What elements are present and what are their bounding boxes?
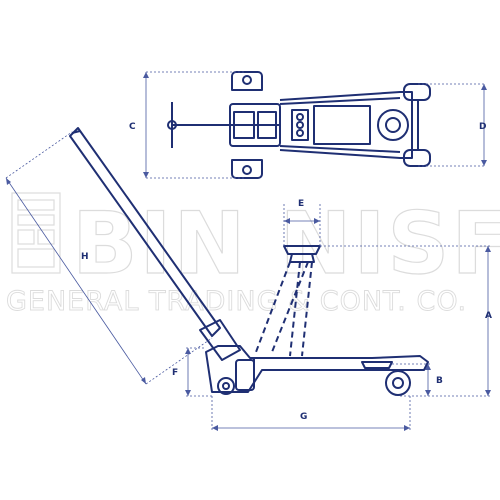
side-front-caster — [217, 377, 235, 395]
top-front-caster-lower — [231, 159, 263, 179]
side-frame — [205, 345, 429, 393]
dim-h-label: H — [81, 252, 89, 262]
watermark-logo-text: BIN NISF — [72, 194, 500, 294]
dimension-labels: C D E A B F G H — [81, 122, 492, 422]
top-front-caster-upper — [231, 71, 263, 91]
top-saddle — [377, 109, 409, 141]
dim-f-label: F — [172, 368, 178, 378]
side-handle — [69, 127, 221, 337]
top-inner-plate — [291, 109, 309, 141]
dim-e-label: E — [298, 199, 304, 209]
top-frame — [279, 91, 413, 159]
dim-a-label: A — [485, 311, 492, 321]
watermark-company-text: GENERAL TRADING & CONT. CO. — [6, 286, 467, 317]
top-view — [167, 71, 431, 179]
dim-c-label: C — [129, 122, 136, 132]
dim-g-label: G — [300, 412, 307, 422]
side-lift-arm-back — [271, 261, 309, 353]
side-rear-wheel — [385, 370, 411, 396]
side-lift-arm-front — [255, 261, 291, 353]
side-pump-cylinder — [235, 359, 255, 391]
dimension-arrows — [6, 72, 491, 431]
dim-h-line — [5, 177, 147, 385]
side-saddle-lowered — [361, 361, 393, 369]
dimension-lines — [5, 71, 492, 432]
dim-b-label: B — [436, 376, 443, 386]
dim-d-label: D — [479, 122, 486, 132]
side-handle-socket — [199, 319, 241, 361]
side-view — [69, 127, 429, 396]
side-saddle — [283, 245, 321, 255]
watermark-logo-icon — [11, 192, 61, 274]
